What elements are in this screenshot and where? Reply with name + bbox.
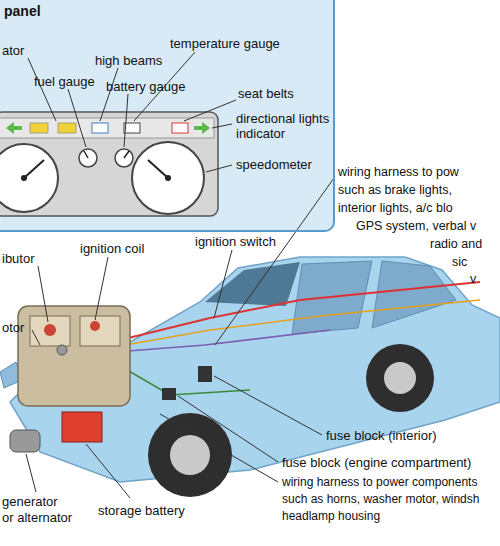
part-label: generator: [2, 494, 58, 509]
needle: [24, 160, 44, 178]
side-window: [372, 261, 456, 328]
part-label: speedometer: [236, 157, 312, 172]
part-label: interior lights, a/c blo: [338, 201, 453, 216]
part-label: GPS system, verbal v: [356, 219, 476, 234]
battery-dial: [115, 149, 133, 167]
part-label: radio and: [430, 237, 482, 252]
part-label: seat belts: [238, 86, 294, 101]
battery-light: [124, 123, 140, 133]
battery: [62, 412, 102, 442]
part-label: otor: [2, 320, 24, 335]
wire: [115, 330, 330, 352]
part-label: or alternator: [2, 510, 72, 525]
part-label: ator: [2, 43, 24, 58]
part-label: fuse block (interior): [326, 428, 437, 443]
car-body: [10, 257, 500, 482]
wheel: [366, 344, 434, 412]
part-label: such as brake lights,: [338, 183, 452, 198]
part-label: battery gauge: [106, 79, 186, 94]
indicator-strip: [0, 118, 214, 138]
tachometer-dial: [0, 144, 58, 212]
part-label: wiring harness to power components: [282, 475, 477, 490]
fuse-block: [198, 366, 212, 382]
panel-heading: panel: [0, 0, 45, 22]
part-label: such as horns, washer motor, windsh: [282, 492, 479, 507]
wire: [120, 282, 480, 340]
wire: [120, 300, 480, 346]
wire: [110, 360, 250, 395]
seatbelt-light: [172, 123, 188, 133]
part-label: ignition coil: [80, 241, 144, 256]
part-label: sic: [452, 255, 467, 270]
needle: [148, 160, 168, 178]
part-label: ignition switch: [195, 234, 276, 249]
high-beam-light: [92, 123, 108, 133]
part-label: temperature gauge: [170, 36, 280, 51]
wheel: [148, 413, 232, 497]
part-label: headlamp housing: [282, 509, 380, 524]
turn-arrow: [6, 122, 22, 134]
part-label: storage battery: [98, 503, 185, 518]
part-label: fuel gauge: [34, 74, 95, 89]
part-label: directional lights indicator: [236, 111, 354, 141]
speedometer-dial: [132, 142, 204, 214]
warning-light: [30, 123, 48, 133]
part-label: wiring harness to pow: [338, 165, 459, 180]
part-label: fuse block (engine compartment): [282, 455, 471, 470]
needle: [124, 151, 129, 158]
turn-arrow: [194, 122, 210, 134]
engine: [18, 306, 130, 406]
warning-light: [58, 123, 76, 133]
fuse-block: [162, 388, 176, 400]
part-label: ibutor: [2, 251, 35, 266]
fuel-dial: [79, 149, 97, 167]
part-label: v: [470, 272, 476, 287]
needle: [84, 151, 88, 158]
part-label: high beams: [95, 53, 162, 68]
alternator: [10, 430, 40, 452]
